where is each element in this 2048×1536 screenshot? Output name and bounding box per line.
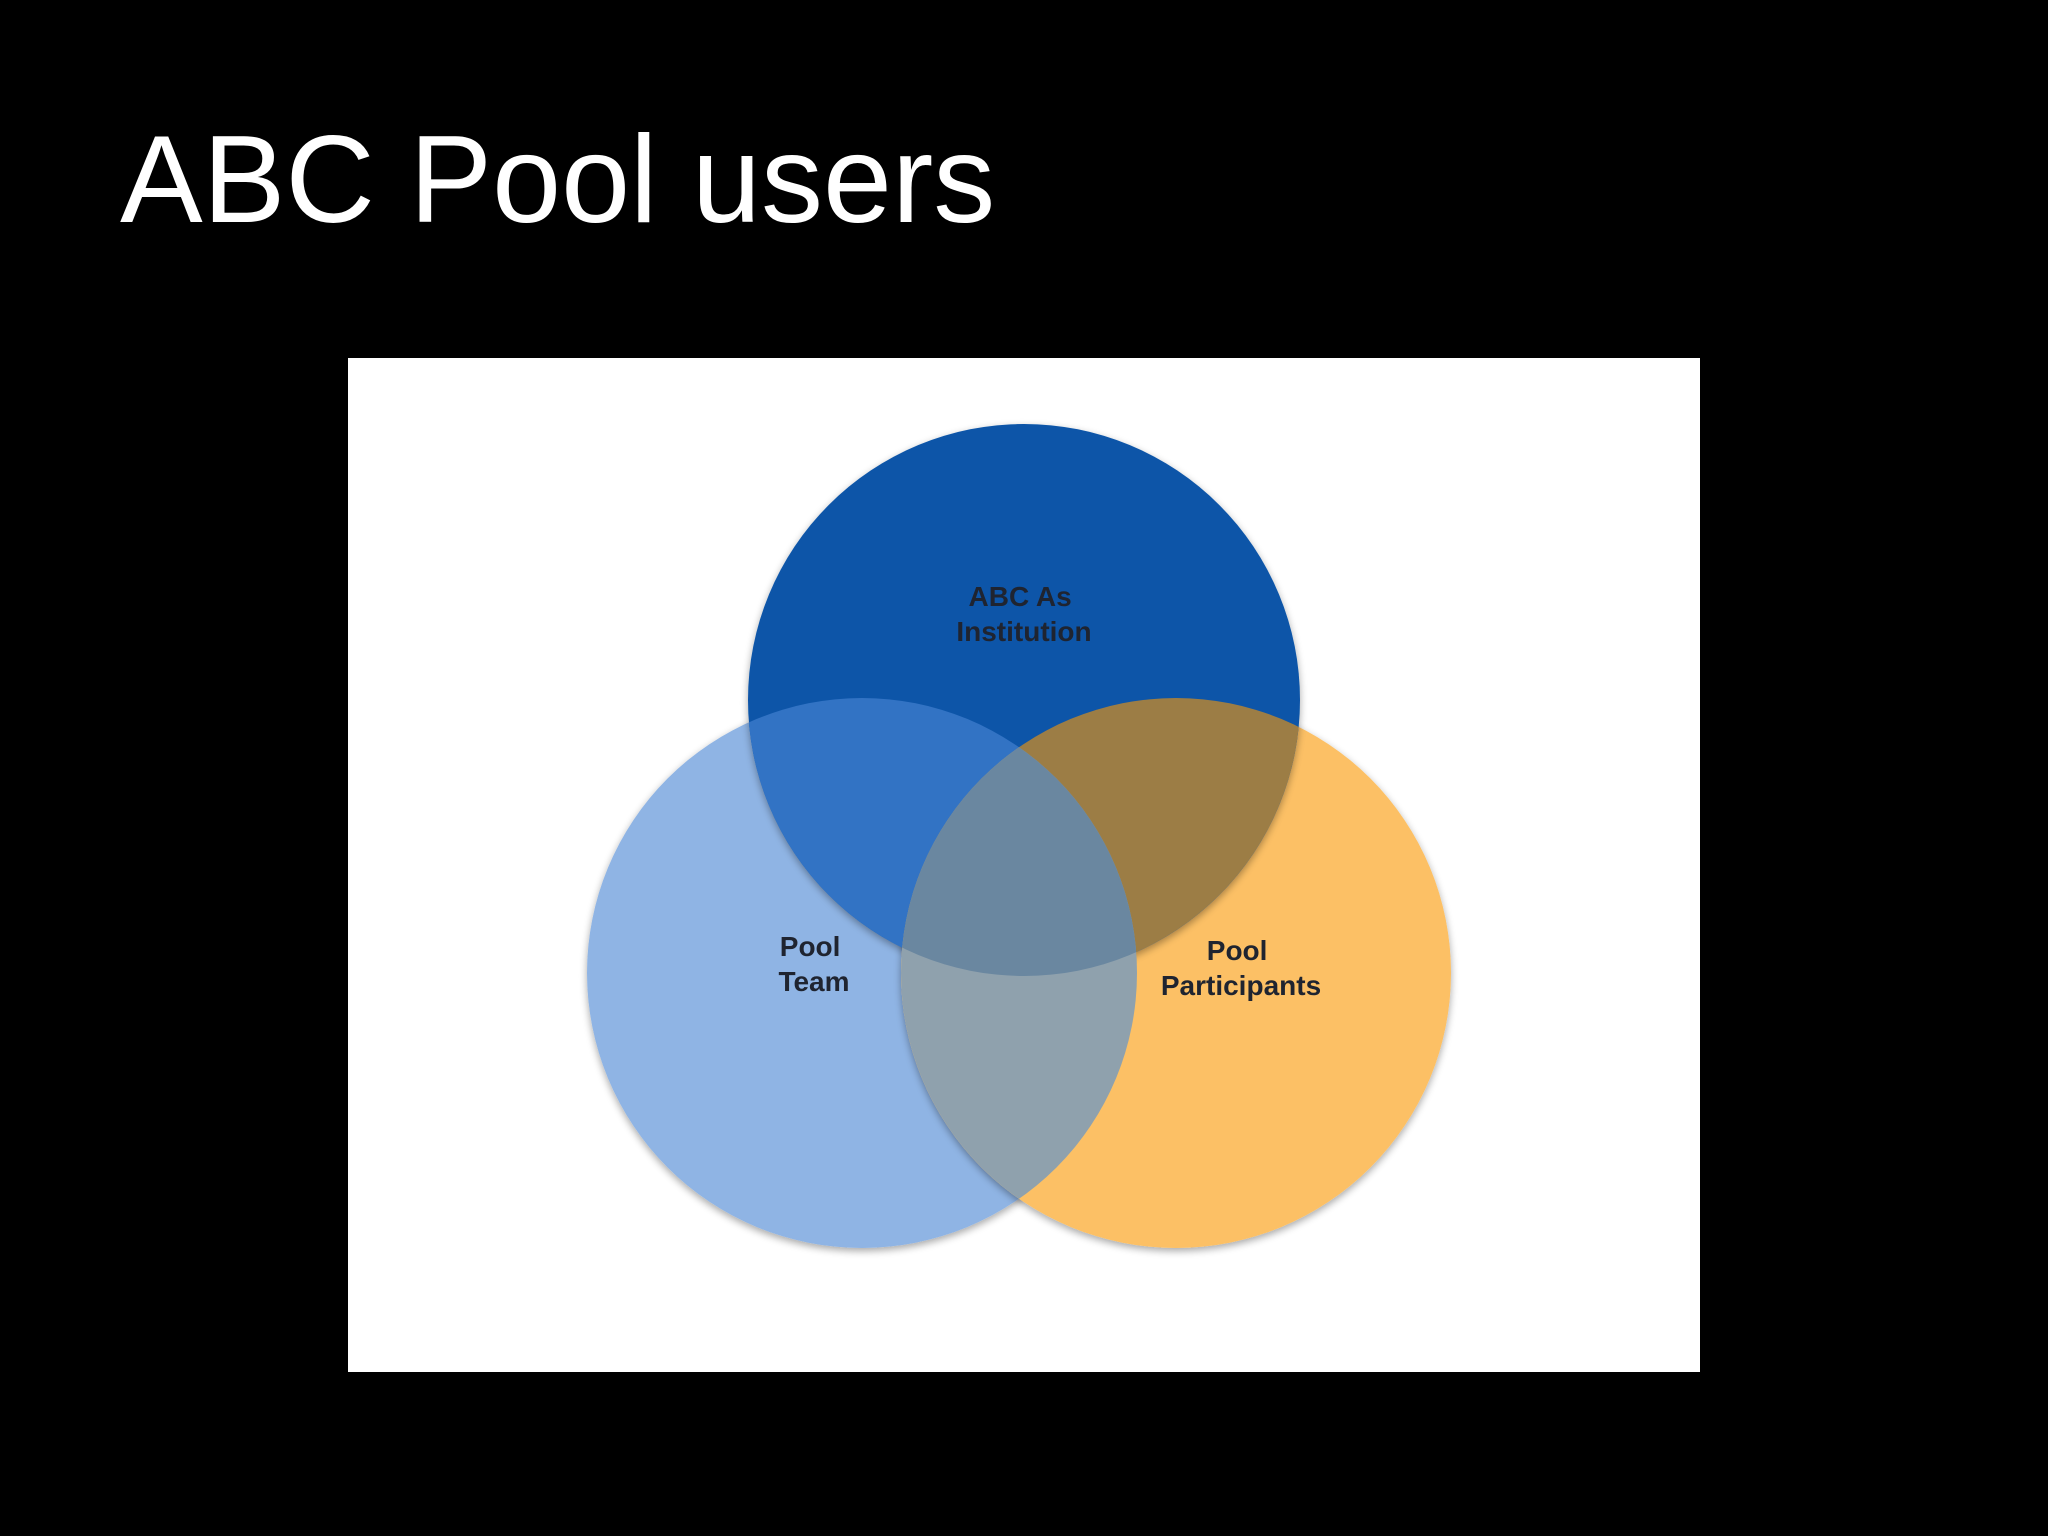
pool-participants-label: Pool Participants bbox=[1161, 935, 1321, 1001]
slide-title: ABC Pool users bbox=[120, 111, 996, 249]
abc-institution-label: ABC As Institution bbox=[956, 581, 1091, 647]
venn-diagram: ABC As Institution Pool Team Pool Partic… bbox=[587, 424, 1451, 1248]
pool-team-label: Pool Team bbox=[778, 931, 849, 997]
pool-participants-label-line-1: Pool bbox=[1207, 935, 1268, 966]
pool-team-label-line-1: Pool bbox=[780, 931, 841, 962]
venn-diagram-panel: ABC As Institution Pool Team Pool Partic… bbox=[348, 358, 1700, 1372]
all-three-overlap bbox=[901, 698, 1137, 976]
pool-team-label-line-2: Team bbox=[778, 966, 849, 997]
abc-institution-label-line-1: ABC As bbox=[969, 581, 1072, 612]
abc-institution-label-line-2: Institution bbox=[956, 616, 1091, 647]
pool-participants-label-line-2: Participants bbox=[1161, 970, 1321, 1001]
